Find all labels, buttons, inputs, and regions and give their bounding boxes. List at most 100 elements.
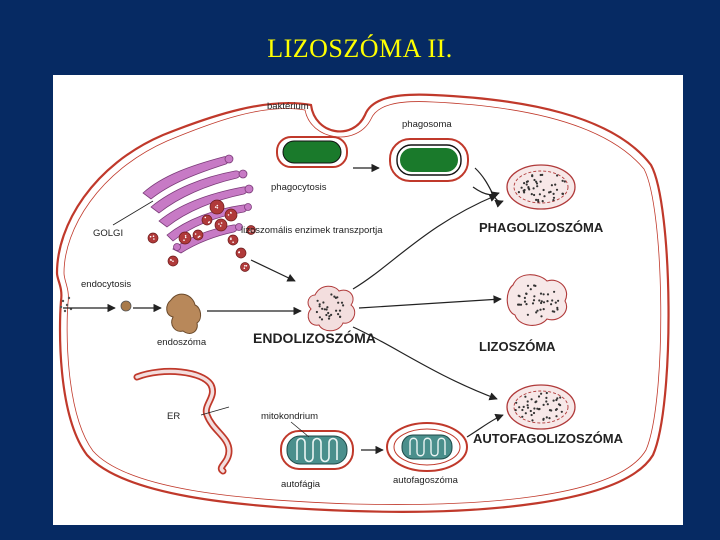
enzyme-dot: [519, 303, 523, 306]
enzyme-dot: [526, 180, 529, 183]
enzyme-dot: [554, 183, 557, 186]
enzyme-dot: [230, 238, 232, 241]
enzyme-dot: [548, 191, 551, 194]
enzyme-dot: [560, 410, 563, 413]
enzyme-dot: [550, 303, 553, 306]
leader-lines: [112, 200, 310, 438]
label-autofagoszoma: autofagoszóma: [393, 475, 459, 486]
enzyme-dot: [539, 292, 543, 295]
enzyme-dot: [541, 200, 544, 203]
enzyme-dot: [556, 397, 559, 400]
enzyme-dot: [536, 407, 539, 410]
label-bakterium: baktérium: [267, 101, 309, 112]
enzyme-dot: [515, 401, 518, 404]
enzyme-dot: [538, 193, 541, 196]
enzyme-dot: [153, 238, 155, 240]
enzyme-dot: [530, 398, 533, 401]
enzyme-dot: [561, 179, 564, 182]
enzyme-dot: [184, 236, 187, 239]
lysosome-diagram: baktérium phagosoma phagocytosis GOLGI l…: [55, 93, 670, 513]
enzyme-dot: [536, 185, 539, 188]
enzyme-dot: [533, 407, 536, 410]
enzyme-dot: [214, 206, 217, 208]
er: [133, 367, 233, 475]
label-mitokondrium: mitokondrium: [261, 411, 318, 422]
enzyme-dot: [326, 306, 329, 309]
enzyme-dot: [335, 309, 338, 312]
enzyme-dot: [340, 301, 344, 304]
enzyme-dot: [245, 265, 248, 267]
enzyme-dot: [559, 396, 562, 399]
enzyme-dot: [152, 235, 155, 237]
enzyme-dot: [526, 284, 530, 287]
lysosome-vesicles: [147, 199, 256, 272]
enzyme-dot: [552, 199, 555, 202]
enzyme-dot: [542, 293, 545, 296]
enzyme-dot: [543, 195, 546, 198]
label-phagolizoszoma: PHAGOLIZOSZÓMA: [479, 220, 604, 235]
enzyme-dot: [330, 313, 333, 316]
enzyme-dot: [531, 174, 534, 177]
enzyme-dot: [524, 395, 527, 398]
enzyme-dot: [243, 267, 246, 269]
enzyme-dot: [328, 315, 331, 318]
label-phagocytosis: phagocytosis: [271, 182, 327, 193]
enzyme-dot: [316, 299, 319, 302]
enzyme-dot: [555, 398, 558, 402]
enzyme-dot: [561, 192, 565, 195]
enzyme-dot: [232, 241, 234, 243]
enzyme-dot: [545, 416, 548, 419]
label-golgi: GOLGI: [93, 228, 123, 239]
enzyme-dot: [550, 184, 553, 187]
enzyme-dot: [542, 301, 546, 304]
golgi-apparatus: [142, 154, 254, 254]
enzyme-dot: [334, 296, 337, 299]
enzyme-dot: [553, 290, 556, 293]
enzyme-dot: [525, 183, 528, 186]
enzyme-dot: [207, 221, 210, 224]
enzyme-dot: [230, 211, 232, 214]
enzyme-dot: [227, 214, 230, 216]
enzyme-dot: [533, 193, 536, 197]
enzyme-dot: [514, 409, 517, 412]
label-lizoszoma: LIZOSZÓMA: [479, 339, 556, 354]
enzyme-dot: [325, 313, 328, 317]
enzyme-dot: [339, 315, 342, 318]
phagolysosome: [506, 164, 576, 210]
enzyme-dot: [546, 403, 549, 406]
phagosome: [389, 138, 469, 182]
enzyme-dot: [526, 404, 529, 407]
enzyme-dot: [333, 295, 336, 298]
enzyme-dot: [535, 180, 538, 183]
enzyme-dots: [149, 173, 566, 422]
enzyme-dot: [533, 178, 536, 182]
label-autofagia: autofágia: [281, 479, 321, 490]
enzyme-dot: [184, 235, 187, 237]
enzyme-dot: [230, 237, 232, 239]
enzyme-dot: [170, 259, 172, 261]
enzyme-dot: [556, 308, 559, 311]
enzyme-dot: [537, 395, 541, 398]
label-endocytosis: endocytosis: [81, 279, 131, 290]
enzyme-dot: [318, 316, 321, 319]
enzyme-dot: [526, 400, 529, 403]
arrows: [63, 163, 504, 455]
enzyme-dot: [315, 310, 318, 314]
enzyme-dot: [552, 196, 556, 199]
enzyme-dot: [220, 222, 223, 224]
enzyme-dot: [249, 230, 251, 233]
enzyme-dot: [523, 182, 526, 185]
enzyme-dot: [540, 315, 543, 318]
enzyme-dot: [548, 417, 551, 420]
enzyme-dot: [552, 192, 555, 195]
enzyme-dot: [555, 408, 558, 411]
lysosome: [506, 274, 567, 326]
cell-membrane-inner: [63, 101, 662, 505]
enzyme-dot: [338, 309, 342, 312]
enzyme-dot: [216, 204, 219, 207]
enzyme-dot: [327, 311, 330, 315]
enzyme-dot: [517, 294, 520, 297]
enzyme-dot: [342, 304, 345, 307]
enzyme-dot: [550, 409, 553, 412]
enzyme-dot: [556, 306, 559, 309]
